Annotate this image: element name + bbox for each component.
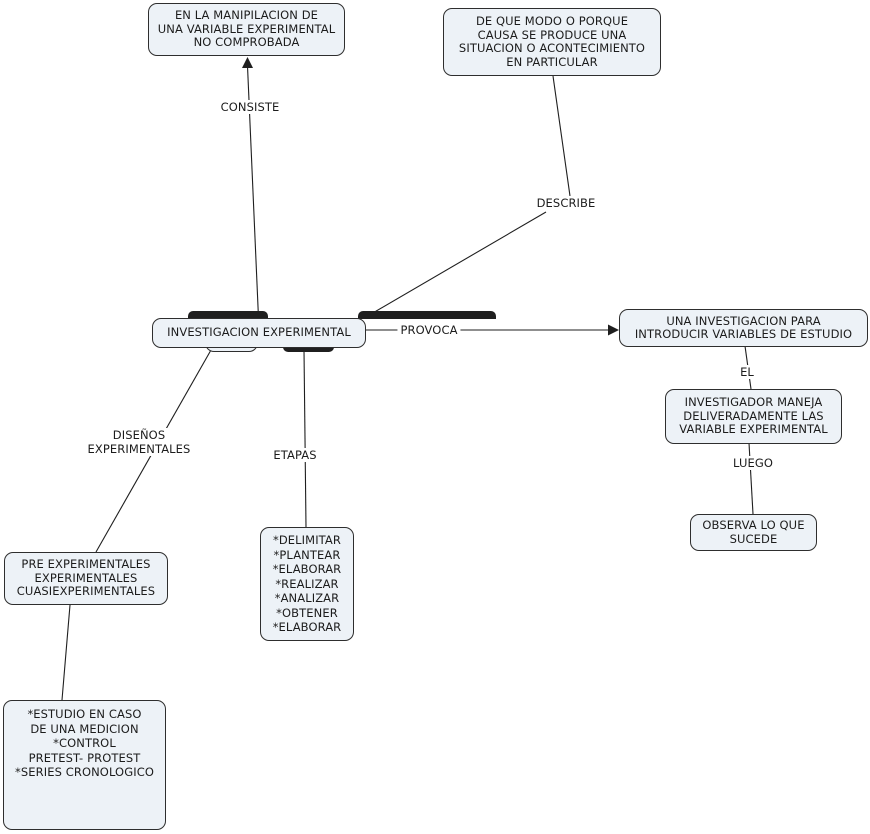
stacked-node-fragment-top-left[interactable] xyxy=(188,311,268,319)
link-label-etapas[interactable]: ETAPAS xyxy=(270,448,320,462)
link-label-consiste[interactable]: CONSISTE xyxy=(217,100,283,114)
link-label-provoca[interactable]: PROVOCA xyxy=(397,323,461,337)
node-central[interactable]: INVESTIGACION EXPERIMENTAL xyxy=(152,318,366,348)
node-modo-causa-text: DE QUE MODO O PORQUE CAUSA SE PRODUCE UN… xyxy=(458,14,646,69)
node-modo-causa[interactable]: DE QUE MODO O PORQUE CAUSA SE PRODUCE UN… xyxy=(443,8,661,76)
node-investigador-maneja[interactable]: INVESTIGADOR MANEJA DELIVERADAMENTE LAS … xyxy=(665,389,842,444)
node-manipulacion-text: EN LA MANIPILACION DE UNA VARIABLE EXPER… xyxy=(157,8,336,50)
node-etapas-lista[interactable]: *DELIMITAR *PLANTEAR *ELABORAR *REALIZAR… xyxy=(260,527,354,641)
link-describe-line-lower xyxy=(365,211,547,318)
node-introducir-variables[interactable]: UNA INVESTIGACION PARA INTRODUCIR VARIAB… xyxy=(619,309,868,347)
link-label-describe[interactable]: DESCRIBE xyxy=(533,196,599,210)
node-manipulacion[interactable]: EN LA MANIPILACION DE UNA VARIABLE EXPER… xyxy=(148,3,345,56)
node-detalle-disenos-text: *ESTUDIO EN CASO DE UNA MEDICION *CONTRO… xyxy=(15,707,154,779)
node-introducir-variables-text: UNA INVESTIGACION PARA INTRODUCIR VARIAB… xyxy=(634,313,853,341)
node-investigador-maneja-text: INVESTIGADOR MANEJA DELIVERADAMENTE LAS … xyxy=(679,395,828,437)
node-tipos-disenos-text: PRE EXPERIMENTALES EXPERIMENTALES CUASIE… xyxy=(16,557,156,599)
stacked-node-fragment-top-right[interactable] xyxy=(358,311,496,319)
link-describe-line-upper xyxy=(552,75,571,197)
link-label-el[interactable]: EL xyxy=(737,365,757,379)
node-observa-text: OBSERVA LO QUE SUCEDE xyxy=(702,518,805,546)
link-etapas-line xyxy=(303,349,307,528)
link-label-luego[interactable]: LUEGO xyxy=(730,456,776,470)
arrowhead-up-icon xyxy=(242,57,253,68)
link-luego-line xyxy=(748,442,754,515)
node-observa[interactable]: OBSERVA LO QUE SUCEDE xyxy=(690,514,817,551)
arrowhead-right-icon xyxy=(608,324,619,336)
node-etapas-lista-text: *DELIMITAR *PLANTEAR *ELABORAR *REALIZAR… xyxy=(272,533,342,635)
node-tipos-disenos[interactable]: PRE EXPERIMENTALES EXPERIMENTALES CUASIE… xyxy=(4,552,168,605)
link-label-disenos[interactable]: DISEÑOS EXPERIMENTALES xyxy=(84,428,194,456)
node-central-text: INVESTIGACION EXPERIMENTAL xyxy=(167,325,351,340)
node-detalle-disenos[interactable]: *ESTUDIO EN CASO DE UNA MEDICION *CONTRO… xyxy=(3,700,166,830)
link-detalle-line xyxy=(61,604,71,701)
